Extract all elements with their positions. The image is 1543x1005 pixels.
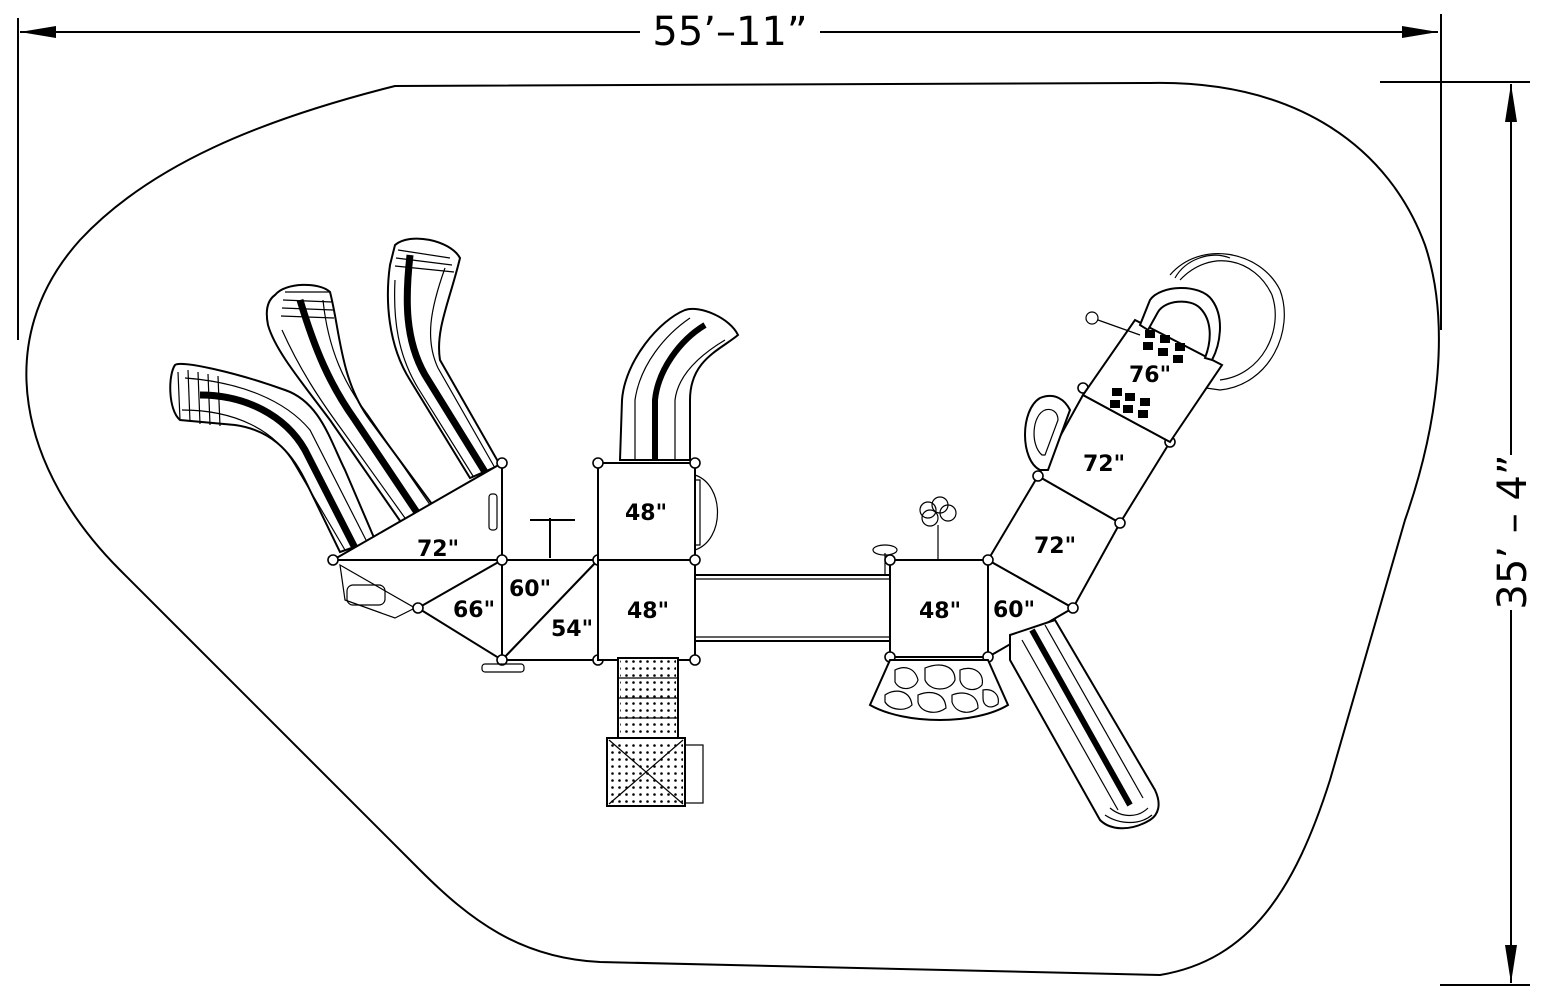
step-ladder [606, 657, 704, 807]
bridge [694, 574, 891, 642]
width-dimension: 55’–11” [17, 9, 1442, 340]
deck-label-60-right: 60" [993, 598, 1035, 623]
left-slide-2 [265, 283, 442, 530]
top-right-tower [1081, 253, 1285, 444]
right-lower-slide [1009, 618, 1160, 830]
deck-label-72-right-lower: 72" [1034, 534, 1076, 559]
height-dimension: 35’ – 4” [1380, 81, 1536, 986]
center-deck-cluster [592, 307, 740, 666]
deck-label-48-center-bottom: 48" [627, 599, 669, 624]
deck-label-76: 76" [1129, 363, 1171, 388]
deck-label-60-left: 60" [509, 577, 551, 602]
left-slide-1 [169, 362, 377, 554]
left-slide-3 [386, 237, 502, 480]
width-dimension-label: 55’–11” [652, 9, 807, 55]
safety-zone-outline [25, 81, 1440, 977]
deck-label-72-right-upper: 72" [1083, 452, 1125, 477]
left-deck-cluster [327, 457, 604, 673]
deck-label-48-right: 48" [919, 599, 961, 624]
tower-panel-dots [1110, 330, 1185, 418]
deck-label-54: 54" [551, 617, 593, 642]
deck-label-66: 66" [453, 598, 495, 623]
height-dimension-label: 35’ – 4” [1490, 454, 1536, 609]
deck-label-72-left: 72" [417, 537, 459, 562]
right-deck-cluster [868, 382, 1176, 721]
deck-label-48-center-top: 48" [625, 501, 667, 526]
